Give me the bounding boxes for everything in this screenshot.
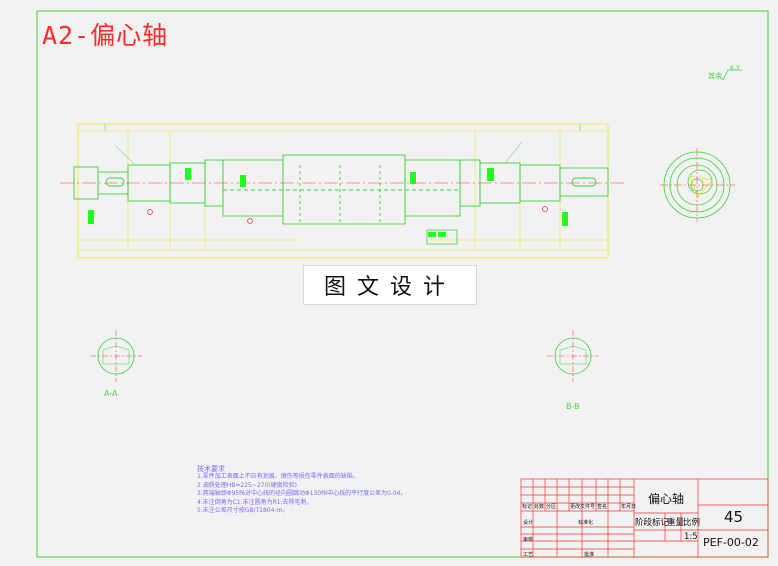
notes-line: 3.两端轴颈Φ95f6对中心线的径向圆跳动Φ130f6中心线的平行度公差为0.0… xyxy=(197,490,407,498)
tb-header-change: 更改文件号 xyxy=(570,504,596,510)
design-banner: 图文设计 xyxy=(303,265,477,305)
tb-scale-label: 比例 xyxy=(683,518,701,528)
tb-header-mark: 标记 xyxy=(522,504,533,510)
section-b-view xyxy=(547,330,599,382)
notes-line: 2.调质处理HB=225~270(硬度检验) xyxy=(197,481,297,489)
tb-header-date: 年月日 xyxy=(621,504,637,510)
notes-line: 5.未注公差尺寸按GB/T1804-m。 xyxy=(197,507,289,515)
tb-weight: 重量 xyxy=(667,518,685,528)
tb-header-zone: 分区 xyxy=(546,504,557,510)
tb-header-count: 处数 xyxy=(534,504,545,510)
technical-requirements: 技术要求 1.零件加工表面上不应有划痕、擦伤等损伤零件表面的缺陷。 2.调质处理… xyxy=(197,465,487,515)
notes-line: 1.零件加工表面上不应有划痕、擦伤等损伤零件表面的缺陷。 xyxy=(197,473,359,481)
tb-standardization: 标准化 xyxy=(578,520,594,526)
tb-process: 工艺 xyxy=(523,552,534,558)
tb-approve: 批准 xyxy=(584,552,595,558)
section-b-label: B-B xyxy=(566,402,580,411)
tb-header-sign: 签名 xyxy=(597,504,608,510)
tb-design: 设计 xyxy=(523,520,534,526)
section-a-view xyxy=(90,330,142,382)
drawing-title: A2-偏心轴 xyxy=(42,21,169,50)
tb-scale-value: 1:5 xyxy=(684,532,698,542)
notes-heading: 技术要求 xyxy=(197,465,225,473)
roughness-label: 其余 xyxy=(708,72,722,80)
tb-stage-mark: 阶段标记 xyxy=(635,518,670,528)
title-block xyxy=(520,478,769,558)
section-a-label: A-A xyxy=(104,389,118,398)
roughness-value: 6.3 xyxy=(730,65,740,72)
material-value: 45 xyxy=(724,508,744,526)
roughness-symbol-icon xyxy=(718,69,742,81)
notes-line: 4.未注倒角为C1,未注圆角为R1,去除毛刺。 xyxy=(197,498,313,506)
part-name: 偏心轴 xyxy=(647,491,684,506)
tb-review: 审核 xyxy=(523,537,534,543)
shaft-main-view xyxy=(60,123,624,259)
shaft-end-view xyxy=(660,148,735,222)
drawing-number: PEF-00-02 xyxy=(703,536,759,549)
sheet-border xyxy=(36,10,769,558)
